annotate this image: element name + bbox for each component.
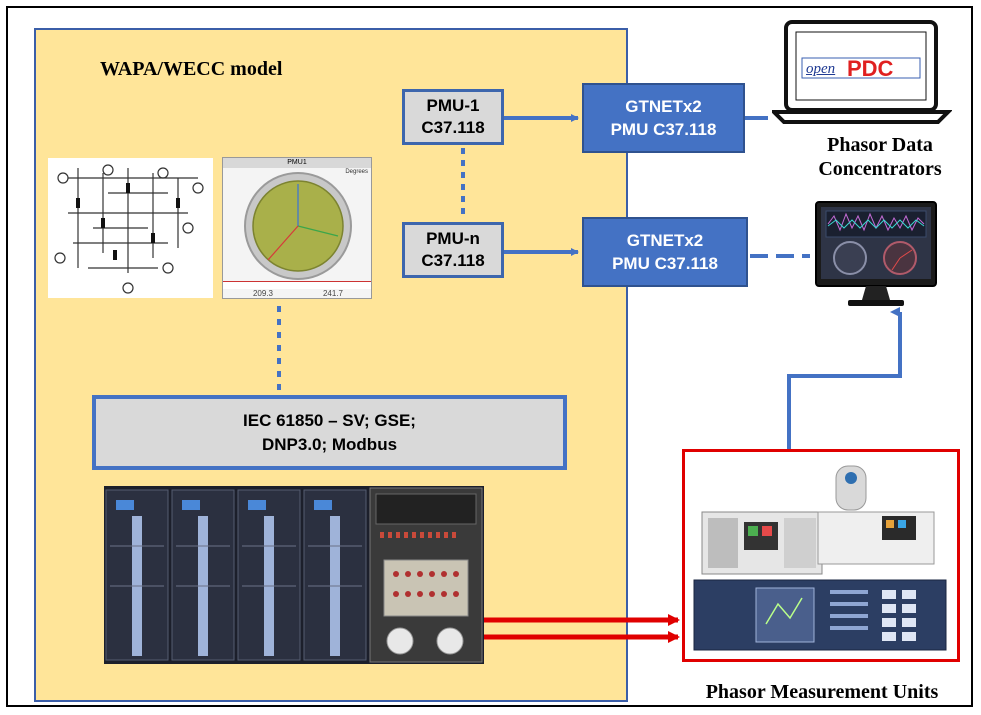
outer-frame [6,6,973,707]
pmu-n-box: PMU-n C37.118 [402,222,504,278]
gtnet-box-1: GTNETx2 PMU C37.118 [582,83,745,153]
openpdc-logo-open: open [806,61,836,77]
iec-protocol-box: IEC 61850 – SV; GSE; DNP3.0; Modbus [92,395,567,470]
pdc-monitor [815,201,937,306]
gtnet-box-2: GTNETx2 PMU C37.118 [582,217,748,287]
gtnet-1-subtitle: PMU C37.118 [610,120,717,139]
gtnet-2-subtitle: PMU C37.118 [612,254,718,273]
openpdc-laptop [772,20,952,124]
pmu-1-label: PMU-1 [426,96,480,115]
pmu-n-label: PMU-n [426,229,480,248]
meter-gauge-right [436,627,464,655]
pmu-1-protocol: C37.118 [421,118,485,137]
phasor-panel-title: PMU1 [223,158,371,168]
arrow-pmus-to-monitor [787,307,902,449]
phasor-panel-selector [223,281,371,289]
pdc-label: Phasor Data Concentrators [800,133,960,181]
phasor-value-left: 209.3 [252,289,274,298]
rtds-racks-image [104,486,484,664]
iec-line-2: DNP3.0; Modbus [261,434,398,454]
pdc-label-line-1: Phasor Data [827,134,933,156]
one-line-diagram-image [48,158,213,298]
pdc-label-line-2: Concentrators [818,158,942,180]
pmu-n-protocol: C37.118 [421,251,485,270]
phasor-value-right: 241.7 [322,289,344,298]
gtnet-1-title: GTNETx2 [625,97,702,116]
phasor-panel-unit: Degrees [345,169,368,175]
pmu-units-label: Phasor Measurement Units [705,681,939,703]
phasor-dial [244,172,352,280]
gtnet-2-title: GTNETx2 [626,231,704,250]
pmu-devices-image [693,465,947,651]
pmu-1-box: PMU-1 C37.118 [402,89,504,145]
phasor-display-panel: PMU1 Degrees 209.3 241.7 [222,157,372,299]
model-title: WAPA/WECC model [100,58,283,80]
meter-gauge-left [386,627,414,655]
iec-line-1: IEC 61850 – SV; GSE; [243,410,416,430]
openpdc-logo-pdc: PDC [847,56,894,81]
